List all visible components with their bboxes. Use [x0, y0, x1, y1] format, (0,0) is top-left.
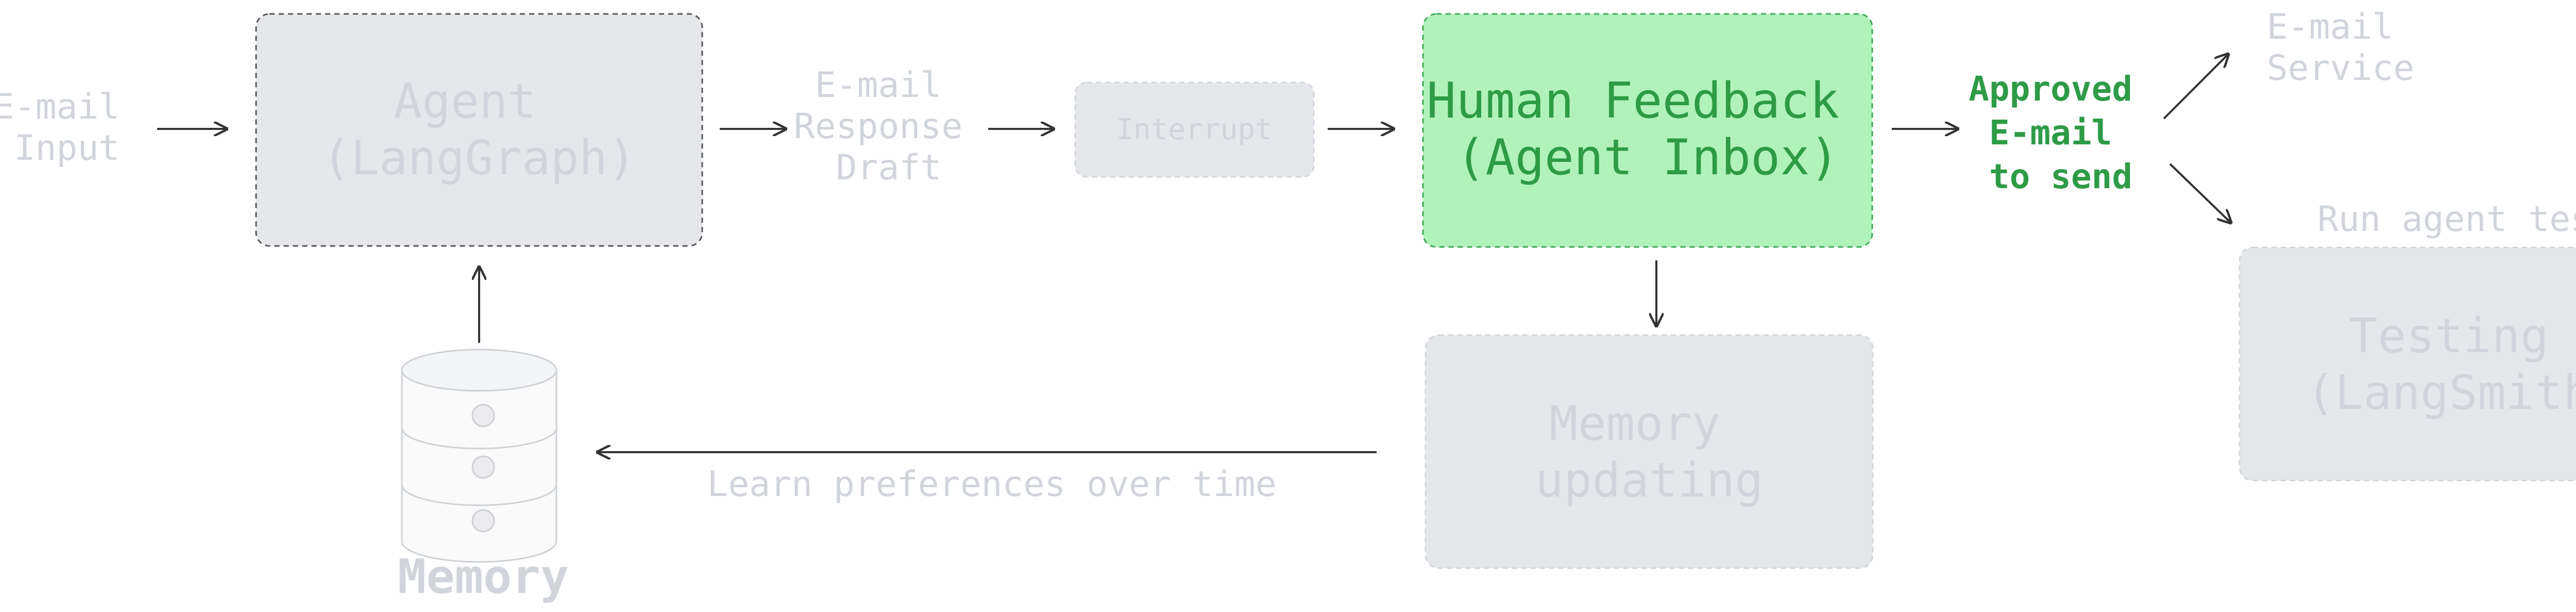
testing-box: [2239, 246, 2576, 482]
draft-label: E-mail Response Draft: [794, 65, 984, 188]
human-feedback-box: [1422, 13, 1873, 248]
memory-label: Memory: [398, 549, 569, 604]
interrupt-box: [1074, 81, 1315, 178]
human-feedback-title: Human Feedback (Agent Inbox): [1427, 73, 1869, 186]
interrupt-label: Interrupt: [1116, 113, 1272, 146]
arrow-to-email-service: [2163, 54, 2228, 120]
agent-box: [255, 13, 703, 247]
approved-label: Approved E-mail to send: [1969, 69, 2153, 196]
learn-preferences-label: Learn preferences over time: [707, 464, 1276, 505]
database-icon: [401, 349, 557, 563]
email-service-label: E-mail Service: [2267, 7, 2415, 89]
memory-updating-title: Memory updating: [1535, 396, 1763, 508]
arrow-to-run-tests: [2169, 163, 2231, 223]
run-tests-label: Run agent tests: [2317, 199, 2576, 240]
testing-box-title: Testing (LangSmith): [2306, 308, 2576, 420]
memory-updating-box: [1425, 334, 1874, 569]
agent-box-title: Agent (LangGraph): [322, 74, 636, 186]
email-input-label: E-mail Input: [0, 87, 141, 169]
